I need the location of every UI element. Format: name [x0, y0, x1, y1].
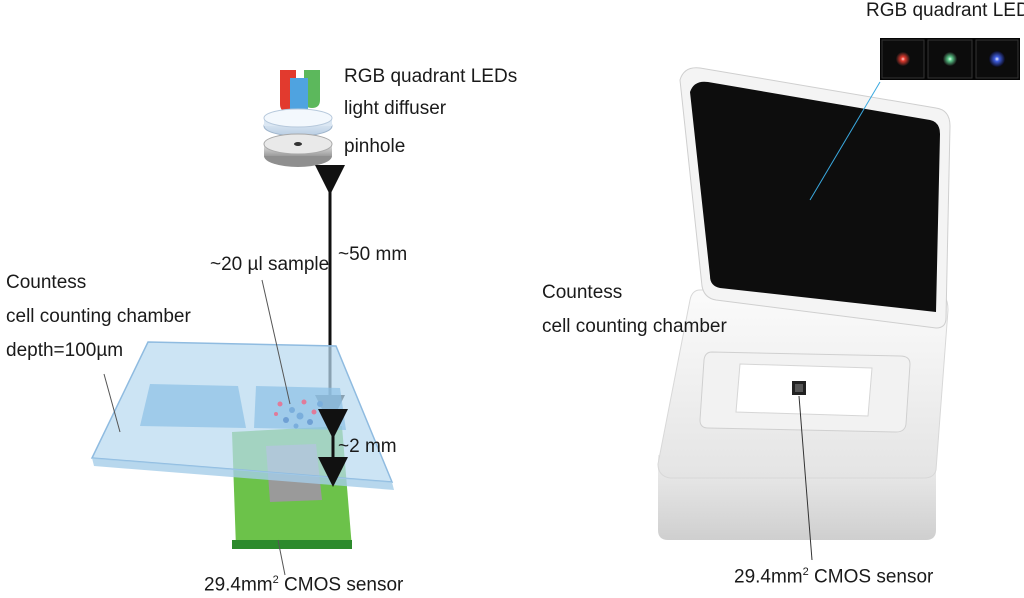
distance-label-small: ~2 mm	[338, 436, 397, 457]
led-label: RGB quadrant LEDs	[344, 66, 518, 87]
sensor-label-right: 29.4mm2 CMOS sensor	[734, 566, 934, 588]
sensor-label: 29.4mm2 CMOS sensor	[204, 574, 404, 596]
sample-label: ~20 µl sample	[210, 254, 330, 275]
led-inset-photo	[880, 38, 1020, 80]
diffuser-label: light diffuser	[344, 98, 447, 119]
chamber-label-right-line1: Countess	[542, 282, 623, 303]
sensor-leader-line-right	[798, 395, 813, 561]
chamber-label-line3: depth=100µm	[6, 340, 124, 361]
pinhole-shape	[263, 133, 333, 167]
distance-label-large: ~50 mm	[338, 244, 408, 265]
led-leader-line	[809, 81, 881, 201]
pinhole-label: pinhole	[344, 136, 406, 157]
sensor-leader-line	[277, 539, 286, 576]
green-led-icon	[943, 52, 957, 66]
chamber-label-right-line2: cell counting chamber	[542, 316, 727, 337]
red-led-icon	[896, 52, 910, 66]
sample-leader-line	[261, 279, 291, 405]
rgb-led-icon	[280, 70, 320, 118]
sample-cells	[274, 399, 323, 429]
chamber-label-line1: Countess	[6, 272, 87, 293]
chamber-leader-line	[103, 373, 121, 433]
chamber-label-line2: cell counting chamber	[6, 306, 191, 327]
device-lid	[679, 67, 951, 329]
blue-led-icon	[989, 51, 1005, 67]
counting-chamber-slide	[90, 341, 394, 490]
led-label-right: RGB quadrant LEDs	[866, 0, 1024, 21]
light-diffuser-shape	[263, 108, 333, 137]
device-base	[657, 289, 949, 540]
